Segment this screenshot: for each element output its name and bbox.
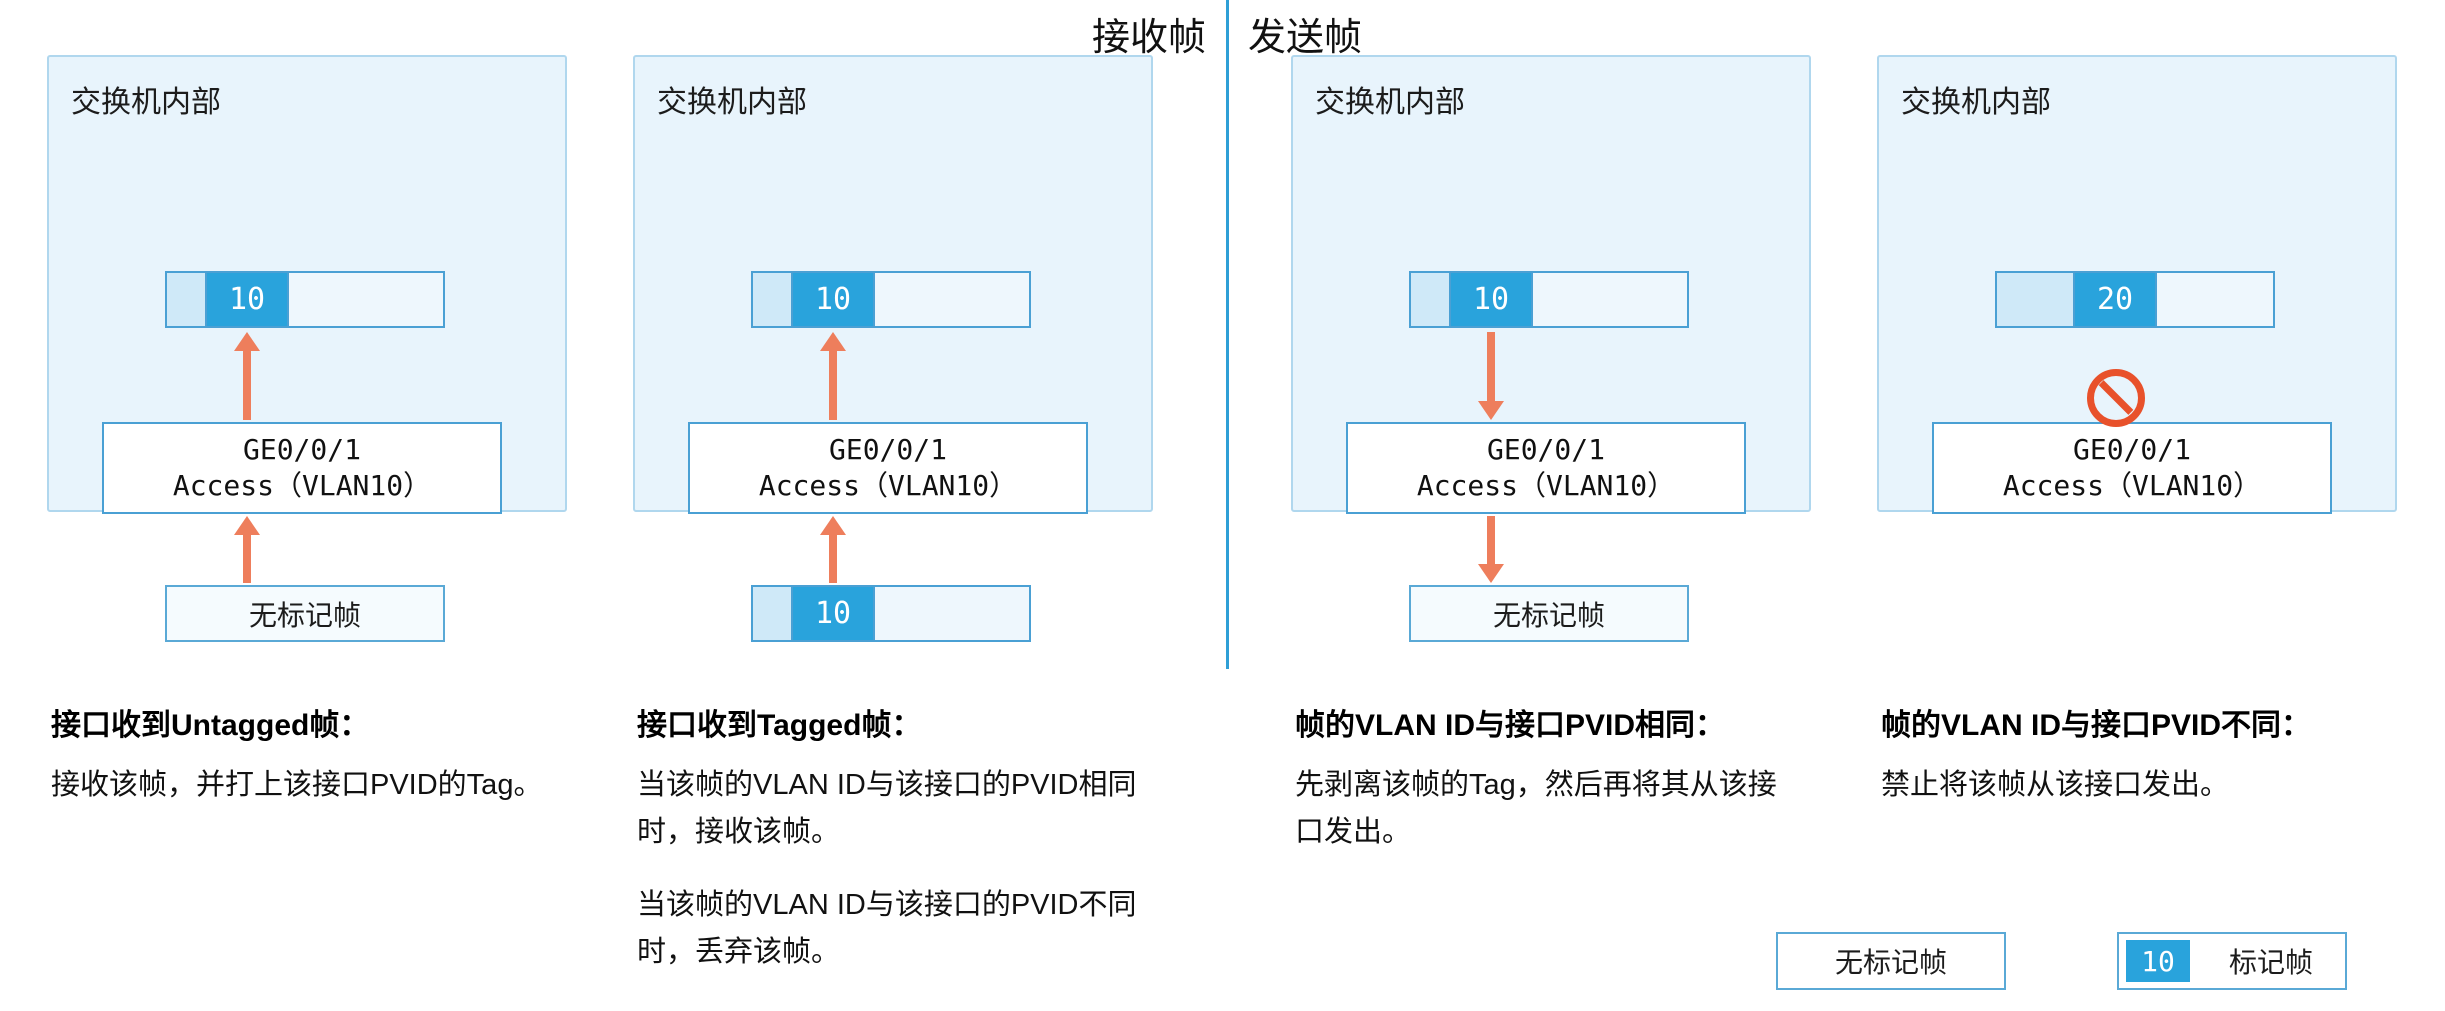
tagged-frame-bar: 10 bbox=[165, 271, 445, 328]
caption-body: 接收该帧，并打上该接口PVID的Tag。 bbox=[51, 769, 543, 801]
frame-right-segment bbox=[1533, 273, 1687, 326]
switch-internal-label: 交换机内部 bbox=[71, 86, 221, 119]
frame-left-segment bbox=[167, 273, 207, 326]
vlan-tag: 10 bbox=[1451, 273, 1533, 326]
caption-body: 禁止将该帧从该接口发出。 bbox=[1881, 769, 2230, 801]
tagged-frame-bar: 10 bbox=[751, 271, 1031, 328]
switch-internal-label: 交换机内部 bbox=[657, 86, 807, 119]
vlan-tag: 10 bbox=[793, 587, 875, 640]
prohibited-icon bbox=[2087, 369, 2145, 427]
switch-internal-label: 交换机内部 bbox=[1901, 86, 2051, 119]
frame-right-segment bbox=[289, 273, 443, 326]
port-name: GE0/0/1 bbox=[242, 432, 361, 466]
legend-tagged-frame: 10 标记帧 bbox=[2117, 932, 2347, 990]
port-mode: Access（VLAN10） bbox=[1416, 469, 1676, 502]
down-arrow-icon bbox=[1478, 332, 1504, 420]
frame-left-segment bbox=[1411, 273, 1451, 326]
caption-heading: 接口收到Tagged帧： bbox=[637, 709, 922, 742]
up-arrow-icon bbox=[820, 516, 846, 583]
incoming-tagged-frame-bar: 10 bbox=[751, 585, 1031, 642]
caption: 接口收到Tagged帧： 当该帧的VLAN ID与该接口的PVID相同时，接收该… bbox=[637, 700, 1142, 1002]
caption-heading: 接口收到Untagged帧： bbox=[51, 709, 370, 742]
legend-tagged-label: 标记帧 bbox=[2228, 947, 2313, 978]
port-box: GE0/0/1 Access（VLAN10） bbox=[1932, 422, 2332, 514]
vlan-tag: 10 bbox=[207, 273, 289, 326]
frame-left-segment bbox=[753, 273, 793, 326]
send-frames-header: 发送帧 bbox=[1248, 17, 1363, 59]
up-arrow-icon bbox=[820, 332, 846, 420]
section-divider bbox=[1226, 0, 1229, 669]
frame-right-segment bbox=[875, 587, 1029, 640]
frame-right-segment bbox=[2157, 273, 2273, 326]
port-mode: Access（VLAN10） bbox=[172, 469, 432, 502]
switch-internal-label: 交换机内部 bbox=[1315, 86, 1465, 119]
caption: 帧的VLAN ID与接口PVID相同： 先剥离该帧的Tag，然后再将其从该接口发… bbox=[1295, 700, 1800, 882]
up-arrow-icon bbox=[234, 516, 260, 583]
vlan-tag: 20 bbox=[2075, 273, 2157, 326]
down-arrow-icon bbox=[1478, 516, 1504, 583]
tagged-frame-bar: 20 bbox=[1995, 271, 2275, 328]
up-arrow-icon bbox=[234, 332, 260, 420]
port-name: GE0/0/1 bbox=[828, 432, 947, 466]
vlan-tag: 10 bbox=[793, 273, 875, 326]
caption-body: 先剥离该帧的Tag，然后再将其从该接口发出。 bbox=[1295, 769, 1777, 848]
untagged-frame-box: 无标记帧 bbox=[165, 585, 445, 642]
untagged-frame-box: 无标记帧 bbox=[1409, 585, 1689, 642]
port-mode: Access（VLAN10） bbox=[758, 469, 1018, 502]
legend-vlan-tag: 10 bbox=[2126, 940, 2190, 982]
port-mode: Access（VLAN10） bbox=[2002, 469, 2262, 502]
port-box: GE0/0/1 Access（VLAN10） bbox=[1346, 422, 1746, 514]
frame-right-segment bbox=[875, 273, 1029, 326]
frame-left-segment bbox=[753, 587, 793, 640]
caption-body: 当该帧的VLAN ID与该接口的PVID相同时，接收该帧。 bbox=[637, 769, 1137, 848]
legend-untagged-frame: 无标记帧 bbox=[1776, 932, 2006, 990]
port-box: GE0/0/1 Access（VLAN10） bbox=[102, 422, 502, 514]
port-name: GE0/0/1 bbox=[2072, 432, 2191, 466]
caption: 帧的VLAN ID与接口PVID不同： 禁止将该帧从该接口发出。 bbox=[1881, 700, 2386, 835]
caption-heading: 帧的VLAN ID与接口PVID不同： bbox=[1881, 709, 2312, 742]
port-box: GE0/0/1 Access（VLAN10） bbox=[688, 422, 1088, 514]
receive-frames-header: 接收帧 bbox=[1091, 17, 1206, 59]
tagged-frame-bar: 10 bbox=[1409, 271, 1689, 328]
frame-left-segment bbox=[1997, 273, 2075, 326]
port-name: GE0/0/1 bbox=[1486, 432, 1605, 466]
caption-heading: 帧的VLAN ID与接口PVID相同： bbox=[1295, 709, 1726, 742]
caption-body: 当该帧的VLAN ID与该接口的PVID不同时，丢弃该帧。 bbox=[637, 888, 1137, 968]
caption: 接口收到Untagged帧： 接收该帧，并打上该接口PVID的Tag。 bbox=[51, 700, 556, 835]
